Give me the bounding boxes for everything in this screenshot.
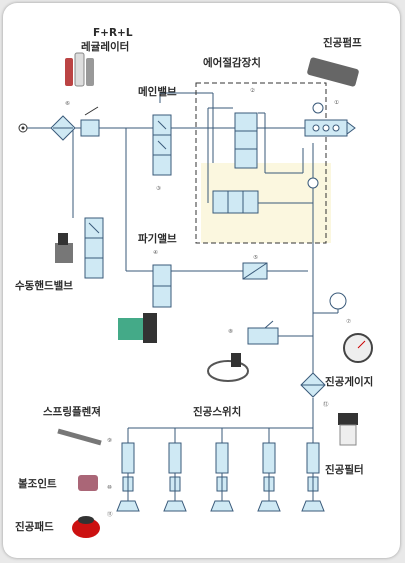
vacuum-switch-symbol — [247, 320, 279, 345]
air-saving-valve-symbol — [212, 112, 259, 214]
main-valve-label: 메인밸브 — [138, 85, 177, 98]
vacuum-pad-units — [116, 428, 325, 512]
vacuum-gauge-label: 진공게이지 — [325, 375, 373, 388]
vacuum-switch-photo — [207, 353, 249, 382]
part-number: ⑩ — [107, 484, 112, 491]
pad-unit — [301, 428, 325, 512]
part-number: ⑦ — [346, 318, 351, 325]
part-number: ⑤ — [253, 255, 258, 261]
vacuum-switch-label: 진공스위치 — [193, 405, 241, 418]
part-number: ⑫ — [323, 400, 329, 408]
regulator-valve-symbol — [80, 119, 100, 137]
spring-plunger-photo — [57, 428, 102, 446]
diagram-canvas: ⑥ ③ ② ① ④ ⑤ ⑧ ⑦ ⑨ ⑩ ⑪ ⑫ F+R+L 레귤레이터 메인밸브… — [15, 27, 373, 538]
pad-unit — [163, 442, 187, 512]
vacuum-filter-label: 진공필터 — [325, 463, 364, 476]
flow-control-symbol — [242, 262, 268, 280]
regulator-label-line1: F+R+L — [93, 27, 133, 39]
manual-valve-symbol — [84, 217, 104, 279]
part-number-markers: ⑥ ③ ② ① ④ ⑤ ⑧ ⑦ ⑨ ⑩ ⑪ ⑫ — [65, 87, 351, 518]
part-number: ④ — [153, 250, 158, 256]
part-number: ① — [334, 100, 339, 106]
air-saving-device-boundary — [195, 82, 327, 244]
part-number: ② — [250, 87, 255, 94]
vacuum-gauge-photo — [343, 333, 373, 363]
break-valve-symbol — [152, 264, 172, 308]
regulator-adjust-symbol — [84, 106, 99, 116]
break-valve-label: 파기앨브 — [138, 232, 177, 245]
frl-regulator-photo — [65, 52, 94, 87]
ball-joint-label: 볼조인트 — [18, 477, 57, 490]
pipe-lines — [23, 92, 339, 443]
vacuum-pump-photo — [307, 57, 359, 87]
frl-regulator-symbol — [50, 115, 76, 141]
vacuum-pad-label: 진공패드 — [15, 520, 54, 533]
ball-joint-photo — [78, 475, 98, 491]
spring-plunger-label: 스프링플렌져 — [43, 405, 101, 418]
vacuum-pump-symbol — [304, 102, 356, 137]
part-number: ⑪ — [107, 510, 113, 518]
pad-unit — [257, 442, 281, 512]
part-number: ⑥ — [65, 101, 70, 107]
manual-valve-photo — [55, 233, 73, 263]
regulator-label-line2: 레귤레이터 — [81, 40, 129, 53]
solenoid-valve-photo — [118, 313, 157, 343]
pad-unit — [210, 442, 234, 512]
gauge-symbol — [329, 292, 347, 310]
vacuum-filter-photo — [338, 413, 358, 446]
air-saving-device-label: 에어절감장치 — [203, 56, 261, 69]
vacuum-filter-symbol — [300, 372, 326, 398]
pneumatic-vacuum-diagram: ⑥ ③ ② ① ④ ⑤ ⑧ ⑦ ⑨ ⑩ ⑪ ⑫ F+R+L 레귤레이터 메인밸브… — [3, 3, 400, 558]
part-number: ⑧ — [228, 329, 233, 335]
air-supply-symbol — [18, 123, 28, 133]
vacuum-pump-label: 진공펌프 — [323, 36, 362, 49]
component-labels: F+R+L 레귤레이터 메인밸브 에어절감장치 진공펌프 수동핸드밸브 파기앨브… — [15, 27, 373, 533]
manual-valve-label: 수동핸드밸브 — [15, 279, 73, 292]
part-number: ⑨ — [107, 437, 112, 444]
pad-unit — [116, 442, 140, 512]
part-number: ③ — [156, 186, 161, 192]
main-valve-symbol — [152, 114, 172, 176]
check-valve-symbol — [307, 177, 319, 189]
vacuum-pad-photo — [72, 516, 100, 538]
